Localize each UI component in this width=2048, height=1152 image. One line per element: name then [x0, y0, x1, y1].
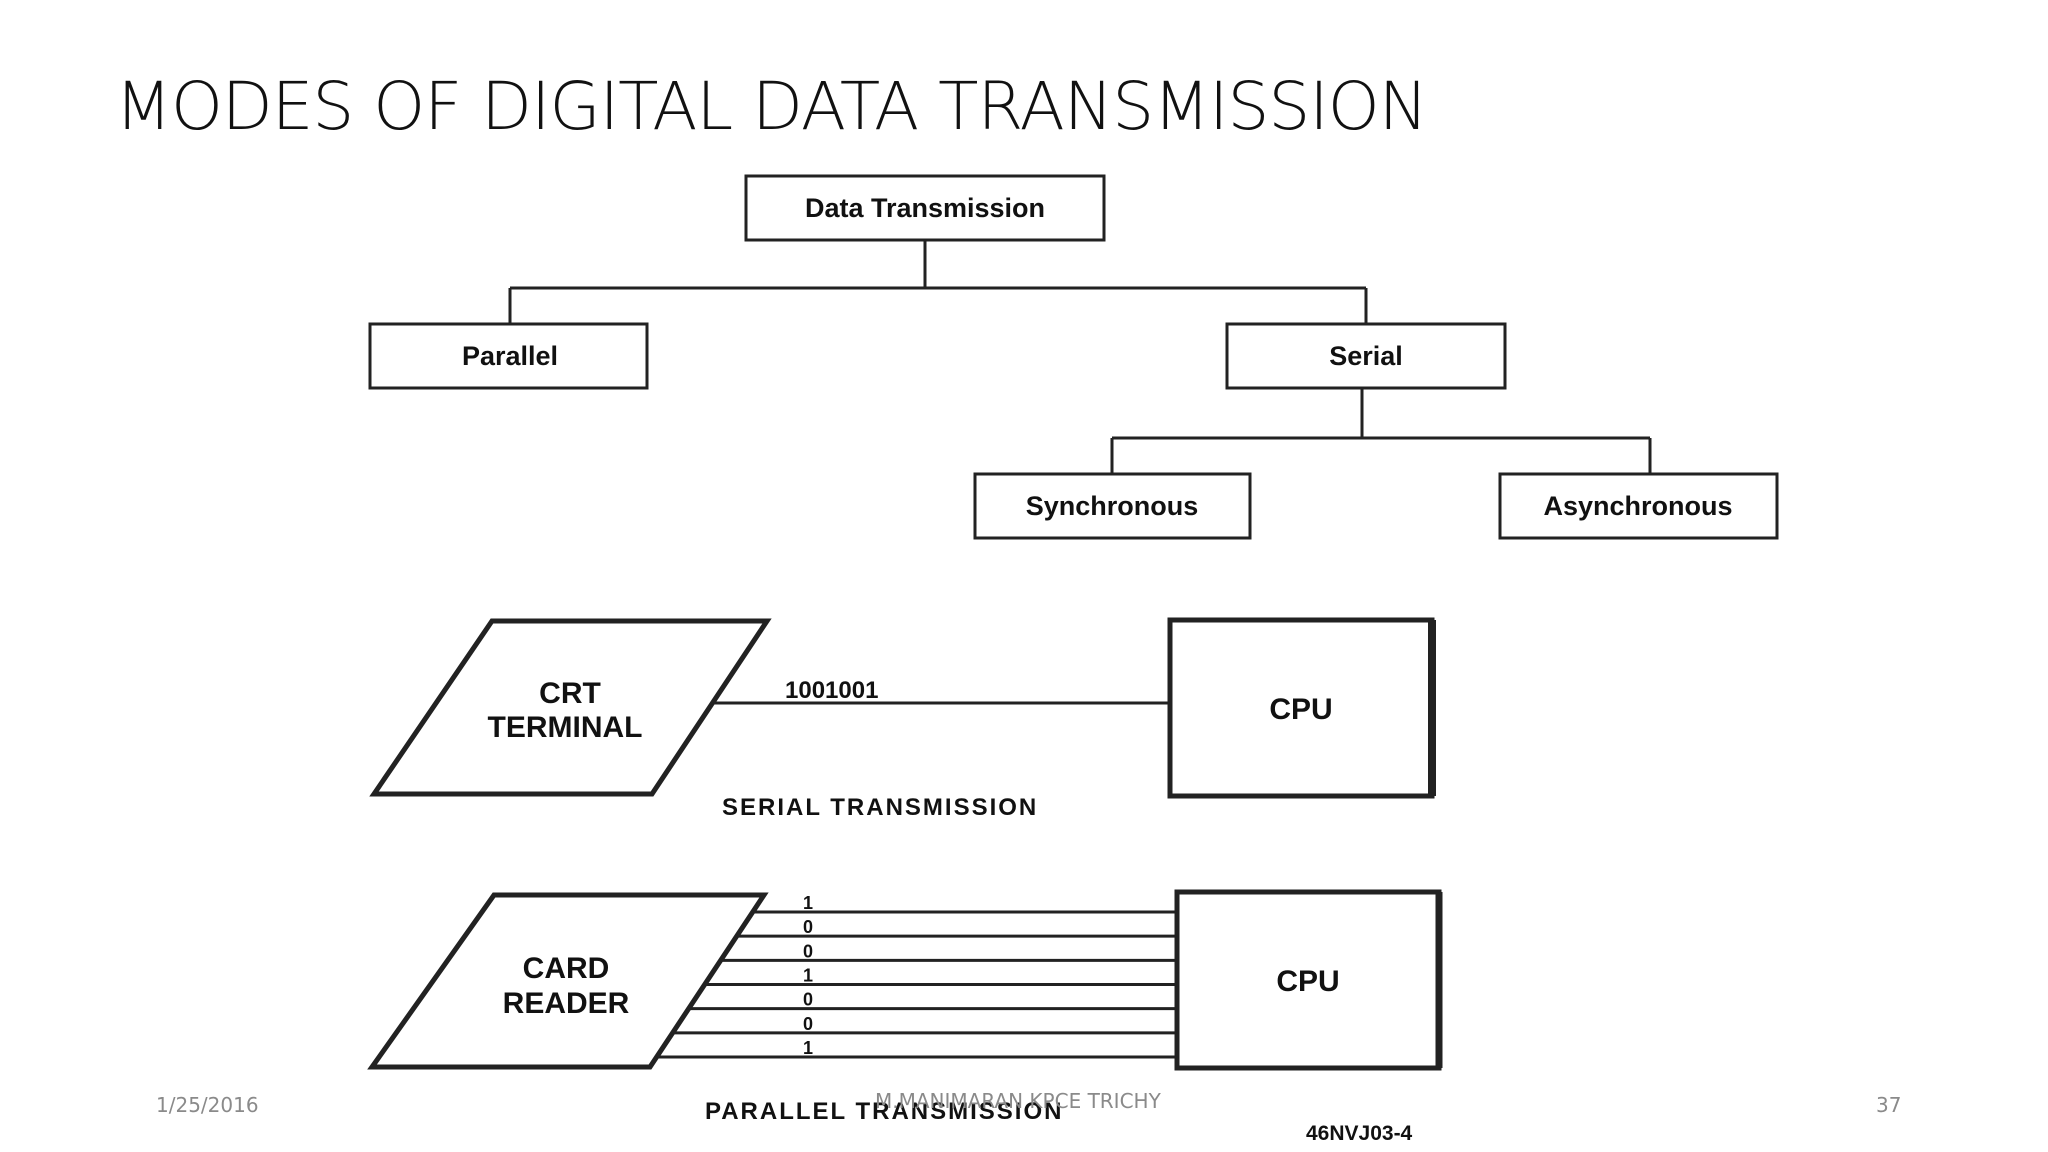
tree-connectors	[508, 240, 1652, 474]
parallel-cpu-label: CPU	[1276, 965, 1339, 998]
parallel-bit-label: 0	[803, 941, 813, 961]
parallel-caption: PARALLEL TRANSMISSION	[705, 1098, 1063, 1125]
figure-code: 46NVJ03-4	[1306, 1122, 1413, 1145]
parallel-lines: 1 0 0 1 0 0 1	[656, 893, 1177, 1059]
parallel-bit-label: 0	[803, 1014, 813, 1034]
crt-terminal-label-line1: CRT	[539, 677, 601, 710]
footer-date: 1/25/2016	[156, 1093, 259, 1117]
serial-bits: 1001001	[785, 677, 878, 704]
parallel-transmission-diagram: CARD READER 1 0 0 1 0 0 1 CPU PARALLEL TRANSMI…	[367, 889, 1443, 1145]
card-reader-label-line2: READER	[503, 987, 630, 1020]
parallel-bit-label: 1	[803, 966, 813, 986]
parallel-bit-label: 1	[803, 1038, 813, 1058]
serial-transmission-diagram: CRT TERMINAL 1001001 CPU SERIAL TRANSMIS…	[369, 617, 1436, 821]
footer-author: M.MANIMARAN KPCE TRICHY	[875, 1089, 1161, 1113]
tree-node-root: Data Transmission	[744, 174, 1106, 242]
serial-cpu-box	[1167, 617, 1435, 799]
parallel-bit-label: 1	[803, 893, 813, 913]
tree-node-serial-label: Serial	[1329, 341, 1403, 371]
tree-node-parallel: Parallel	[368, 322, 649, 390]
crt-terminal-shape	[369, 618, 772, 797]
serial-caption: SERIAL TRANSMISSION	[722, 794, 1038, 821]
tree-node-synchronous-label: Synchronous	[1026, 491, 1199, 521]
tree-node-serial: Serial	[1225, 322, 1507, 390]
card-reader-label-line1: CARD	[523, 952, 610, 985]
tree-node-asynchronous: Asynchronous	[1498, 472, 1779, 540]
serial-cpu-label: CPU	[1269, 693, 1332, 726]
slide-title: MODES OF DIGITAL DATA TRANSMISSION	[115, 68, 1428, 145]
crt-terminal-label-line2: TERMINAL	[488, 711, 643, 744]
footer-page-number: 37	[1876, 1093, 1902, 1117]
parallel-bit-label: 0	[803, 917, 813, 937]
tree-node-parallel-label: Parallel	[462, 341, 558, 371]
tree-node-asynchronous-label: Asynchronous	[1543, 491, 1732, 521]
tree-node-root-label: Data Transmission	[805, 193, 1045, 223]
parallel-bit-label: 0	[803, 990, 813, 1010]
tree-node-synchronous: Synchronous	[973, 472, 1252, 540]
card-reader-shape	[367, 892, 769, 1070]
